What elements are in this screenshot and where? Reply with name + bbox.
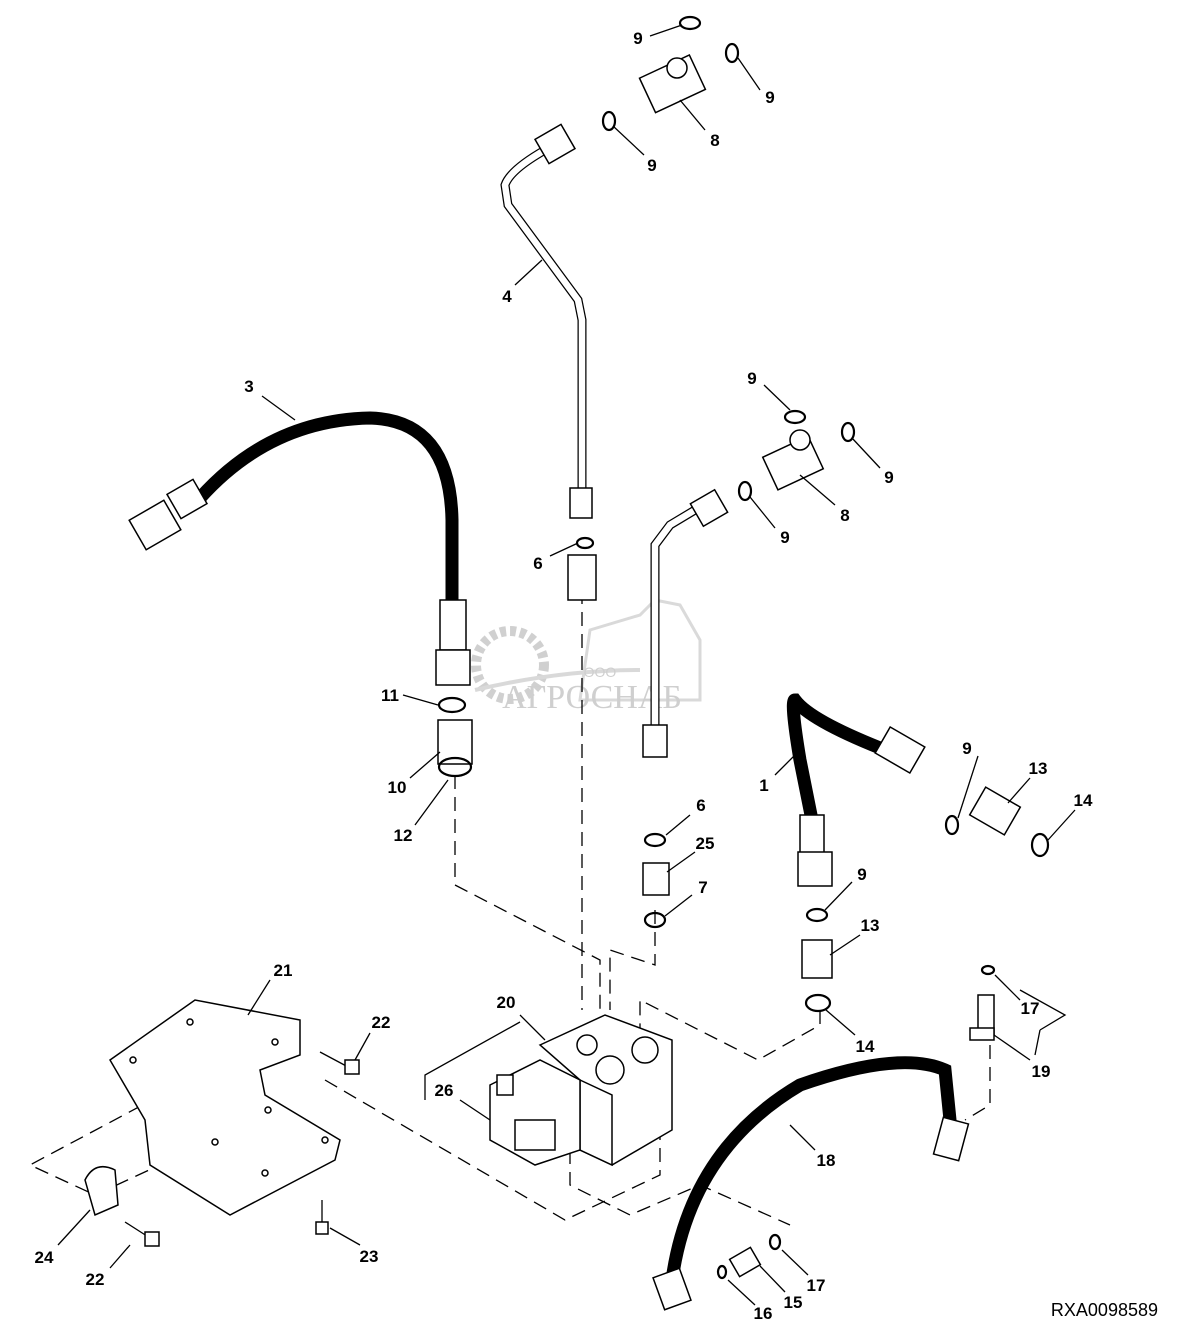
- callout-23: 23: [360, 1247, 379, 1266]
- callout-22: 22: [86, 1270, 105, 1289]
- hose-1: [786, 693, 1022, 979]
- assembly-dashed-lines: [28, 590, 991, 1226]
- callout-3: 3: [244, 377, 253, 396]
- callout-9: 9: [884, 468, 893, 487]
- callout-8: 8: [710, 131, 719, 150]
- callout-10: 10: [388, 778, 407, 797]
- callout-11: 11: [381, 686, 399, 705]
- tube-lower: [642, 488, 729, 896]
- callout-13: 13: [861, 916, 880, 935]
- valve-block-20: [489, 1014, 673, 1167]
- callout-4: 4: [502, 287, 512, 306]
- callout-7: 7: [698, 878, 707, 897]
- callout-19: 19: [1032, 1062, 1051, 1081]
- callout-9: 9: [747, 369, 756, 388]
- hose-3: [128, 411, 473, 765]
- hose-18: [652, 994, 995, 1311]
- watermark-logo: ООО АГРОСНАБ: [471, 598, 702, 716]
- callout-14: 14: [1074, 791, 1093, 810]
- callout-24: 24: [35, 1248, 54, 1267]
- callout-labels: 9 9 8 9 4 3 9 9 8 9 6 11 10 12 6 25 7 1 …: [35, 29, 1093, 1323]
- callout-21: 21: [274, 961, 293, 980]
- callout-9: 9: [765, 88, 774, 107]
- callout-12: 12: [394, 826, 413, 845]
- callout-6: 6: [533, 554, 542, 573]
- callout-9: 9: [857, 865, 866, 884]
- callout-26: 26: [435, 1081, 454, 1100]
- tube-4: [500, 123, 597, 601]
- callout-6: 6: [696, 796, 705, 815]
- callout-8: 8: [840, 506, 849, 525]
- callout-9: 9: [780, 528, 789, 547]
- callout-14: 14: [856, 1037, 875, 1056]
- leader-lines: [57, 24, 1076, 1306]
- callout-9: 9: [633, 29, 642, 48]
- o-rings: [437, 15, 1050, 1280]
- callout-25: 25: [696, 834, 715, 853]
- callout-22: 22: [372, 1013, 391, 1032]
- image-code: RXA0098589: [1051, 1300, 1158, 1320]
- tee-fitting-8-top: [638, 53, 707, 114]
- bracket-21: [109, 999, 341, 1216]
- tee-fitting-8-mid: [761, 429, 825, 491]
- callout-9: 9: [962, 739, 971, 758]
- callout-16: 16: [754, 1304, 773, 1323]
- callout-18: 18: [817, 1151, 836, 1170]
- bolts-and-clamp: [84, 1027, 995, 1247]
- callout-17: 17: [1021, 999, 1040, 1018]
- callout-17: 17: [807, 1276, 826, 1295]
- watermark-prefix: ООО: [584, 664, 617, 680]
- callout-15: 15: [784, 1293, 803, 1312]
- callout-13: 13: [1029, 759, 1048, 778]
- callout-20: 20: [497, 993, 516, 1012]
- callout-9: 9: [647, 156, 656, 175]
- callout-1: 1: [759, 776, 768, 795]
